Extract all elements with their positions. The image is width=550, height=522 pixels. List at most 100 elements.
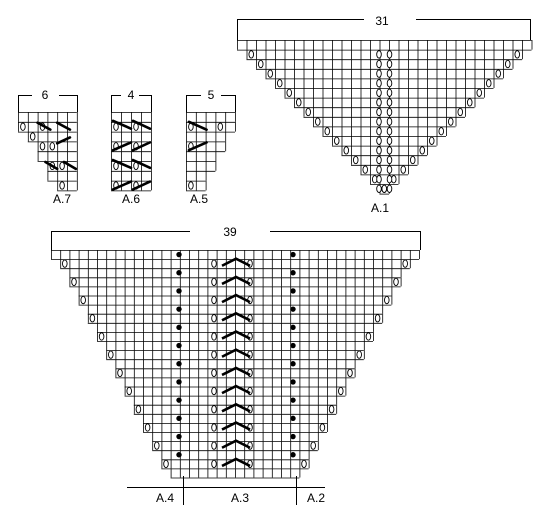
chevron-up-icon xyxy=(221,293,251,304)
cable-slant-icon xyxy=(111,180,133,191)
yarn-over-icon xyxy=(126,386,132,396)
chevron-up-icon xyxy=(221,439,251,449)
yarn-over-icon xyxy=(400,165,407,174)
yarn-over-icon xyxy=(495,69,502,78)
bobble-icon xyxy=(176,379,182,385)
cable-slant-icon xyxy=(131,158,152,170)
yarn-over-icon xyxy=(376,107,382,117)
yarn-over-icon xyxy=(386,69,393,78)
yarn-over-icon xyxy=(211,423,217,432)
yarn-over-icon xyxy=(386,117,393,126)
yarn-over-icon xyxy=(20,122,26,131)
cable-slant-icon xyxy=(111,141,133,152)
chart-a7-label: A.7 xyxy=(53,192,71,206)
yarn-over-icon xyxy=(117,368,123,377)
bobble-icon xyxy=(290,288,296,294)
chevron-up-icon xyxy=(221,311,251,322)
chart-a7-grid xyxy=(18,112,78,192)
chevron-up-icon xyxy=(221,457,251,468)
yarn-over-icon xyxy=(376,79,382,88)
yarn-over-icon xyxy=(386,175,393,184)
yarn-over-icon xyxy=(467,98,473,107)
chart-a7-width: 6 xyxy=(42,88,49,102)
yarn-over-icon xyxy=(376,175,382,184)
cable-slant-icon xyxy=(187,141,208,152)
cable-slant-icon xyxy=(55,121,72,131)
yarn-over-icon xyxy=(362,165,369,174)
yarn-over-icon xyxy=(386,59,393,69)
yarn-over-icon xyxy=(154,441,160,450)
chart-a1-header: 31 xyxy=(237,14,531,40)
yarn-over-icon xyxy=(386,88,393,97)
yarn-over-icon xyxy=(211,459,217,468)
yarn-over-icon xyxy=(381,184,388,193)
yarn-over-icon xyxy=(486,79,492,88)
yarn-over-icon xyxy=(217,122,224,131)
yarn-over-icon xyxy=(376,117,382,126)
chart-a5-label: A.5 xyxy=(190,192,208,206)
yarn-over-icon xyxy=(296,98,302,107)
bobble-icon xyxy=(290,306,296,312)
bobble-icon xyxy=(290,361,296,367)
yarn-over-icon xyxy=(301,459,307,468)
chart-a1-width: 31 xyxy=(375,14,389,28)
yarn-over-icon xyxy=(267,69,274,78)
section-label-a4: A.4 xyxy=(156,491,174,505)
bobble-icon xyxy=(290,452,296,458)
bobble-icon xyxy=(176,361,182,367)
bobble-icon xyxy=(176,306,182,312)
yarn-over-icon xyxy=(376,127,382,136)
bobble-icon xyxy=(176,251,182,258)
chevron-up-icon xyxy=(221,384,251,395)
yarn-over-icon xyxy=(386,146,393,155)
cable-slant-icon xyxy=(111,119,133,130)
bobble-icon xyxy=(290,324,296,331)
chart-bottom-width: 39 xyxy=(223,225,237,239)
chart-a1-label: A.1 xyxy=(371,201,389,215)
bobble-icon xyxy=(176,342,182,349)
yarn-over-icon xyxy=(386,184,393,193)
yarn-over-icon xyxy=(376,50,382,59)
yarn-over-icon xyxy=(71,277,77,286)
yarn-over-icon xyxy=(80,295,86,305)
yarn-over-icon xyxy=(144,423,151,432)
yarn-over-icon xyxy=(438,127,445,136)
yarn-over-icon xyxy=(211,277,217,286)
section-dividers xyxy=(127,476,325,505)
cable-slant-icon xyxy=(131,180,152,191)
yarn-over-icon xyxy=(319,423,326,432)
chart-symbols xyxy=(20,50,521,468)
yarn-over-icon xyxy=(429,136,435,145)
cable-slant-icon xyxy=(55,136,72,145)
yarn-over-icon xyxy=(386,98,393,107)
bobble-icon xyxy=(176,415,182,422)
chevron-up-icon xyxy=(221,421,251,431)
yarn-over-icon xyxy=(376,98,382,107)
bobble-icon xyxy=(290,433,296,440)
yarn-over-icon xyxy=(310,441,316,450)
chevron-up-icon xyxy=(221,402,251,413)
yarn-over-icon xyxy=(448,117,454,126)
yarn-over-icon xyxy=(49,142,56,151)
yarn-over-icon xyxy=(356,350,362,359)
yarn-over-icon xyxy=(258,59,264,69)
yarn-over-icon xyxy=(211,259,217,268)
yarn-over-icon xyxy=(98,332,105,341)
bobble-icon xyxy=(176,452,182,458)
yarn-over-icon xyxy=(277,79,283,88)
bobble-icon xyxy=(290,342,296,349)
chart-a7-header: 6 xyxy=(18,88,78,112)
cable-slant-icon xyxy=(111,158,133,170)
yarn-over-icon xyxy=(353,155,359,165)
yarn-over-icon xyxy=(163,459,169,468)
yarn-over-icon xyxy=(386,155,393,165)
yarn-over-icon xyxy=(211,350,217,359)
chart-a6-grid xyxy=(111,112,152,192)
chart-a6-header: 4 xyxy=(111,88,152,112)
yarn-over-icon xyxy=(505,59,511,69)
yarn-over-icon xyxy=(386,136,393,145)
yarn-over-icon xyxy=(386,50,393,59)
chart-a6-width: 4 xyxy=(128,88,135,102)
bobble-icon xyxy=(290,379,296,385)
yarn-over-icon xyxy=(386,79,393,88)
